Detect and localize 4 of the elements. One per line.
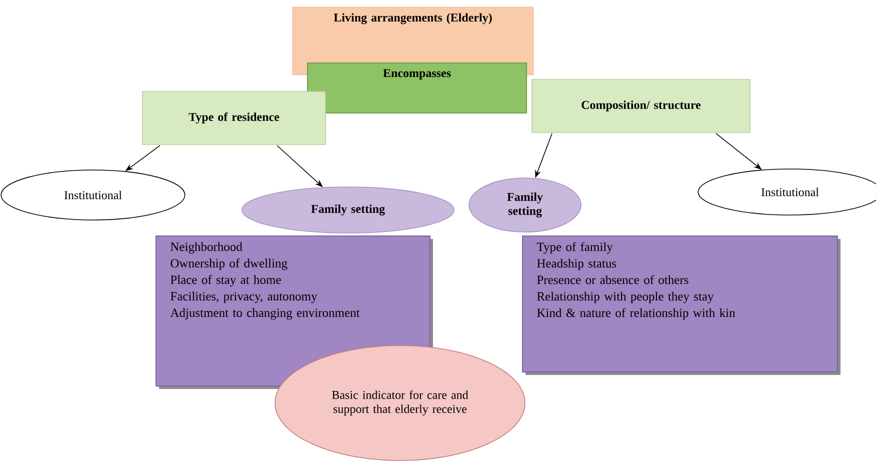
category-box: Type of residence xyxy=(142,91,326,145)
list-box: Type of family Headship status Presence or absence of others Relationship with people they stay Kind & nature of relationship with kin xyxy=(522,236,840,375)
heading-box: Encompasses xyxy=(307,62,527,114)
category-box: Composition/ structure xyxy=(532,79,750,133)
